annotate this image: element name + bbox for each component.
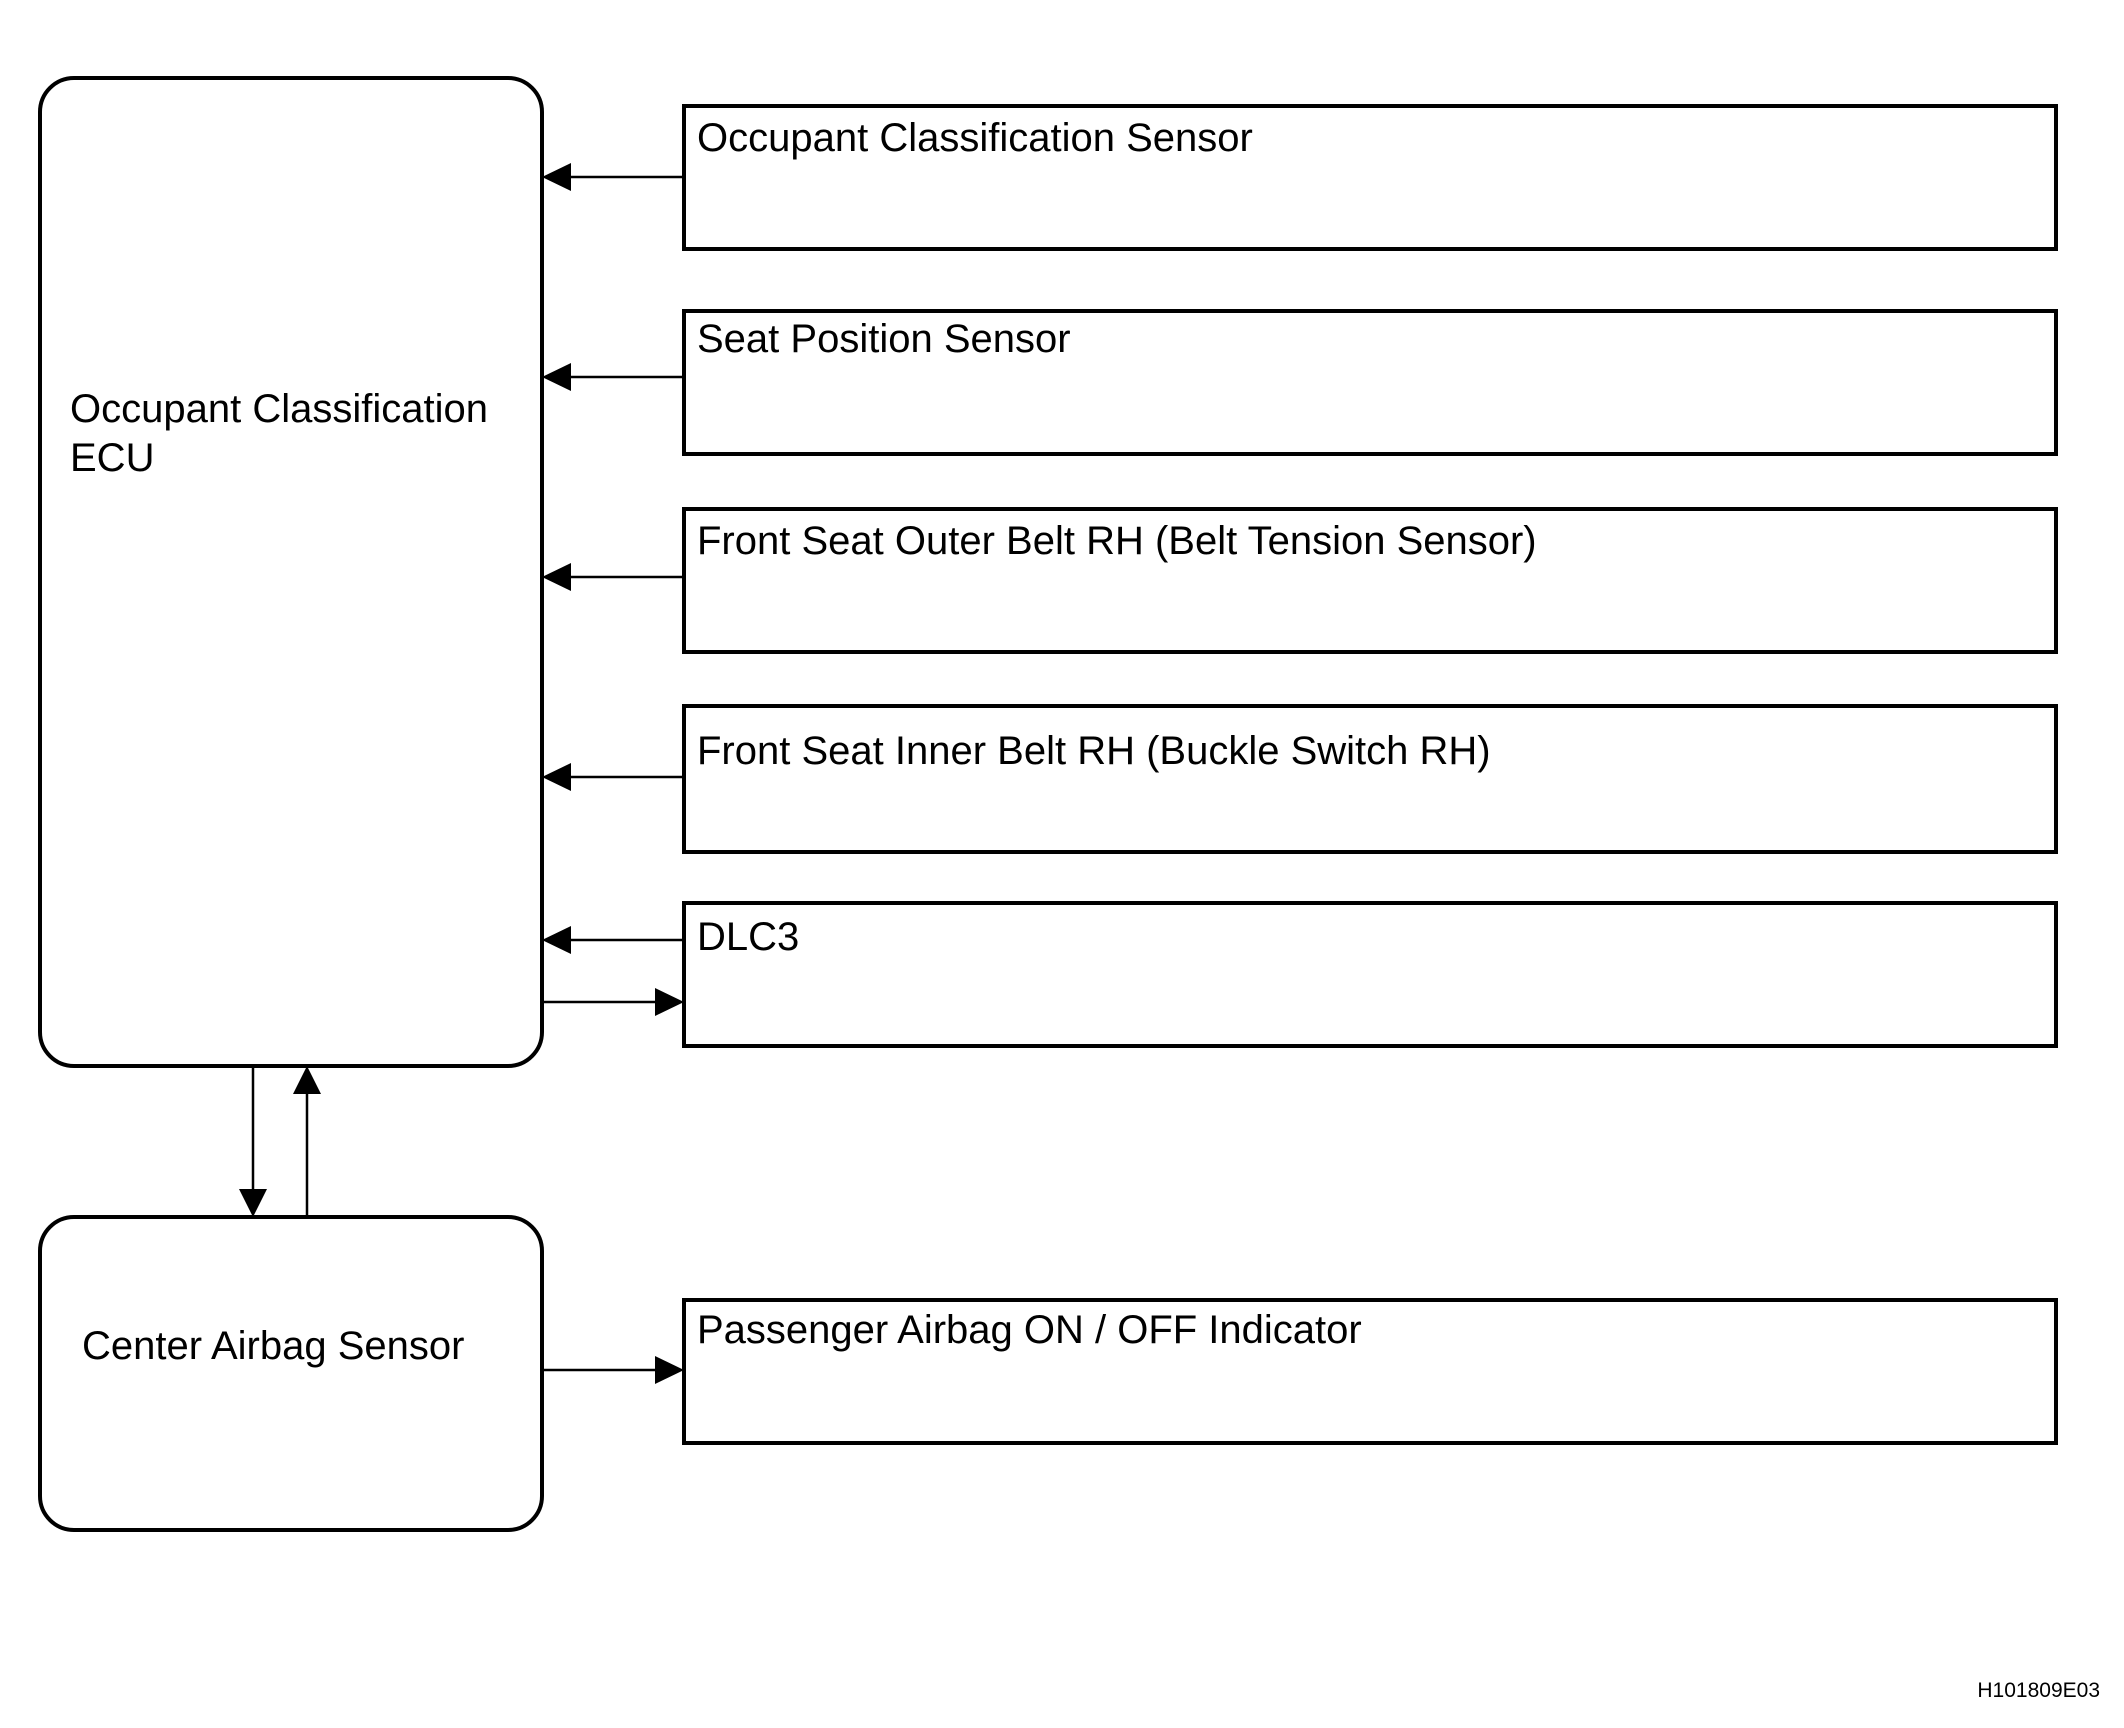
outer-belt-box: [682, 507, 2058, 654]
arrow-center-airbag-to-ecu: [293, 1066, 321, 1217]
ecu-node: Occupant Classification ECU: [38, 76, 544, 1068]
arrow-center-airbag-to-indicator: [542, 1356, 684, 1384]
outer-belt-label: Front Seat Outer Belt RH (Belt Tension S…: [697, 519, 1537, 563]
dlc3-label: DLC3: [697, 915, 799, 959]
ecu-label-line2: ECU: [70, 436, 154, 480]
arrow-ecu-to-center-airbag: [239, 1066, 267, 1217]
center-airbag-sensor-node: Center Airbag Sensor: [38, 1215, 544, 1532]
occupant-classification-sensor-label: Occupant Classification Sensor: [697, 116, 1253, 160]
ecu-label-line1: Occupant Classification: [70, 387, 488, 431]
passenger-indicator-label: Passenger Airbag ON / OFF Indicator: [697, 1308, 1362, 1352]
outer-belt-node: Front Seat Outer Belt RH (Belt Tension S…: [682, 507, 2058, 654]
occupant-classification-sensor-box: [682, 104, 2058, 251]
seat-position-sensor-node: Seat Position Sensor: [682, 309, 2058, 456]
inner-belt-node: Front Seat Inner Belt RH (Buckle Switch …: [682, 704, 2058, 854]
arrow-ecu-to-dlc3: [542, 988, 684, 1016]
passenger-indicator-box: [682, 1298, 2058, 1445]
dlc3-node: DLC3: [682, 901, 2058, 1048]
arrow-occupant-sensor-to-ecu: [542, 163, 684, 191]
arrow-outer-belt-to-ecu: [542, 563, 684, 591]
center-airbag-sensor-box: [38, 1215, 544, 1532]
dlc3-box: [682, 901, 2058, 1048]
seat-position-sensor-box: [682, 309, 2058, 456]
center-airbag-sensor-label: Center Airbag Sensor: [82, 1324, 464, 1368]
passenger-indicator-node: Passenger Airbag ON / OFF Indicator: [682, 1298, 2058, 1445]
arrow-seat-position-to-ecu: [542, 363, 684, 391]
arrow-dlc3-to-ecu: [542, 926, 684, 954]
seat-position-sensor-label: Seat Position Sensor: [697, 317, 1071, 361]
inner-belt-label: Front Seat Inner Belt RH (Buckle Switch …: [697, 729, 1491, 773]
figure-code: H101809E03: [1977, 1679, 2100, 1702]
inner-belt-box: [682, 704, 2058, 854]
ecu-box: [38, 76, 544, 1068]
occupant-classification-sensor-node: Occupant Classification Sensor: [682, 104, 2058, 251]
arrow-inner-belt-to-ecu: [542, 763, 684, 791]
